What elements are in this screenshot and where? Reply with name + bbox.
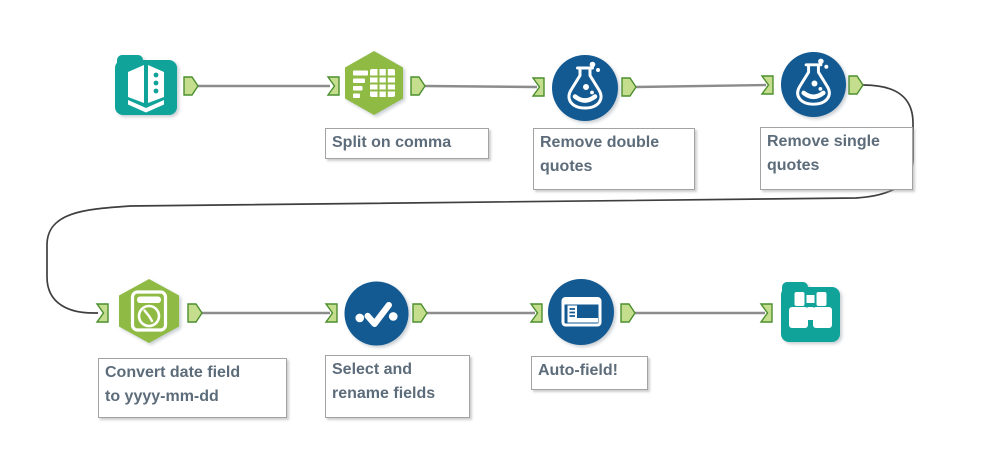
annotation-remove-double-quotes[interactable]: Remove double quotes xyxy=(533,128,695,190)
input-anchor[interactable] xyxy=(759,303,773,323)
curved-connector-wire[interactable] xyxy=(46,84,914,314)
formula-tool-remove-double-quotes[interactable] xyxy=(551,54,619,122)
input-anchor[interactable] xyxy=(760,75,774,95)
input-anchor[interactable] xyxy=(324,303,338,323)
annotation-auto-field[interactable]: Auto-field! xyxy=(531,356,648,390)
input-anchor[interactable] xyxy=(529,303,543,323)
output-anchor[interactable] xyxy=(410,76,426,96)
select-tool[interactable] xyxy=(344,281,409,346)
annotation-remove-single-quotes[interactable]: Remove single quotes xyxy=(760,127,913,190)
connector-wire[interactable] xyxy=(424,84,538,89)
select-checkmark-icon xyxy=(344,281,409,346)
output-anchor[interactable] xyxy=(848,75,864,95)
annotation-select-and-rename[interactable]: Select and rename fields xyxy=(325,355,470,418)
annotation-convert-date-field[interactable]: Convert date field to yyyy-mm-dd xyxy=(98,358,287,418)
output-anchor[interactable] xyxy=(412,303,428,323)
text-to-columns-icon xyxy=(345,51,403,115)
text-to-columns-tool[interactable] xyxy=(341,50,407,116)
input-anchor[interactable] xyxy=(326,76,340,96)
browse-tool[interactable] xyxy=(778,280,843,345)
input-data-book-icon xyxy=(115,55,177,115)
output-anchor[interactable] xyxy=(620,303,636,323)
formula-flask-icon xyxy=(780,51,847,118)
connector-wire[interactable] xyxy=(635,83,767,89)
output-anchor[interactable] xyxy=(183,76,199,96)
formula-tool-remove-single-quotes[interactable] xyxy=(780,51,847,118)
input-data-tool[interactable] xyxy=(112,53,180,117)
output-anchor[interactable] xyxy=(187,303,203,323)
datetime-tool[interactable] xyxy=(115,278,183,344)
input-anchor[interactable] xyxy=(531,77,545,97)
auto-field-window-icon xyxy=(548,279,614,345)
browse-binoculars-icon xyxy=(781,282,840,342)
annotation-split-on-comma[interactable]: Split on comma xyxy=(325,128,489,159)
formula-flask-icon xyxy=(552,55,618,121)
input-anchor[interactable] xyxy=(95,303,109,323)
datetime-calendar-clock-icon xyxy=(119,279,179,343)
auto-field-tool[interactable] xyxy=(547,278,615,346)
output-anchor[interactable] xyxy=(621,77,637,97)
